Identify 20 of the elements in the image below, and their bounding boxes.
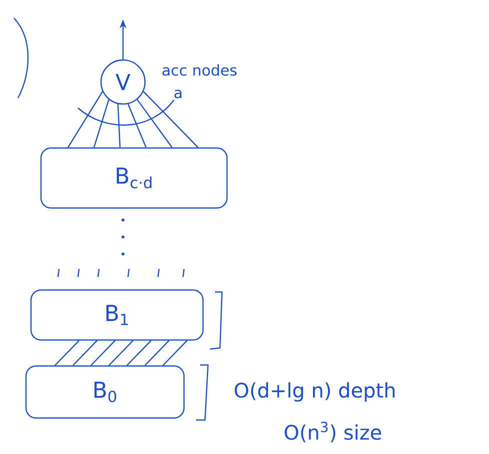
wire	[162, 340, 188, 366]
wire	[144, 340, 170, 366]
wire	[90, 340, 116, 366]
wire	[117, 104, 121, 148]
wire	[108, 340, 134, 366]
complexity-note: O(d+lg n) depth	[234, 382, 395, 402]
wire	[72, 340, 98, 366]
wire	[136, 99, 172, 148]
wire	[68, 91, 104, 148]
node-annotation: a	[174, 90, 182, 98]
circuit-block: B$_{1}$	[30, 289, 204, 341]
node-annotation: acc nodes	[162, 64, 237, 76]
wire	[126, 340, 152, 366]
circuit-block: B$_{c·d}$	[40, 147, 228, 209]
wire	[143, 91, 198, 148]
complexity-note: O(n$^{3}$) size	[284, 422, 382, 442]
wire	[93, 99, 110, 148]
wire	[128, 104, 147, 148]
circuit-block: B$_{0}$	[25, 365, 185, 419]
wire	[54, 340, 80, 366]
